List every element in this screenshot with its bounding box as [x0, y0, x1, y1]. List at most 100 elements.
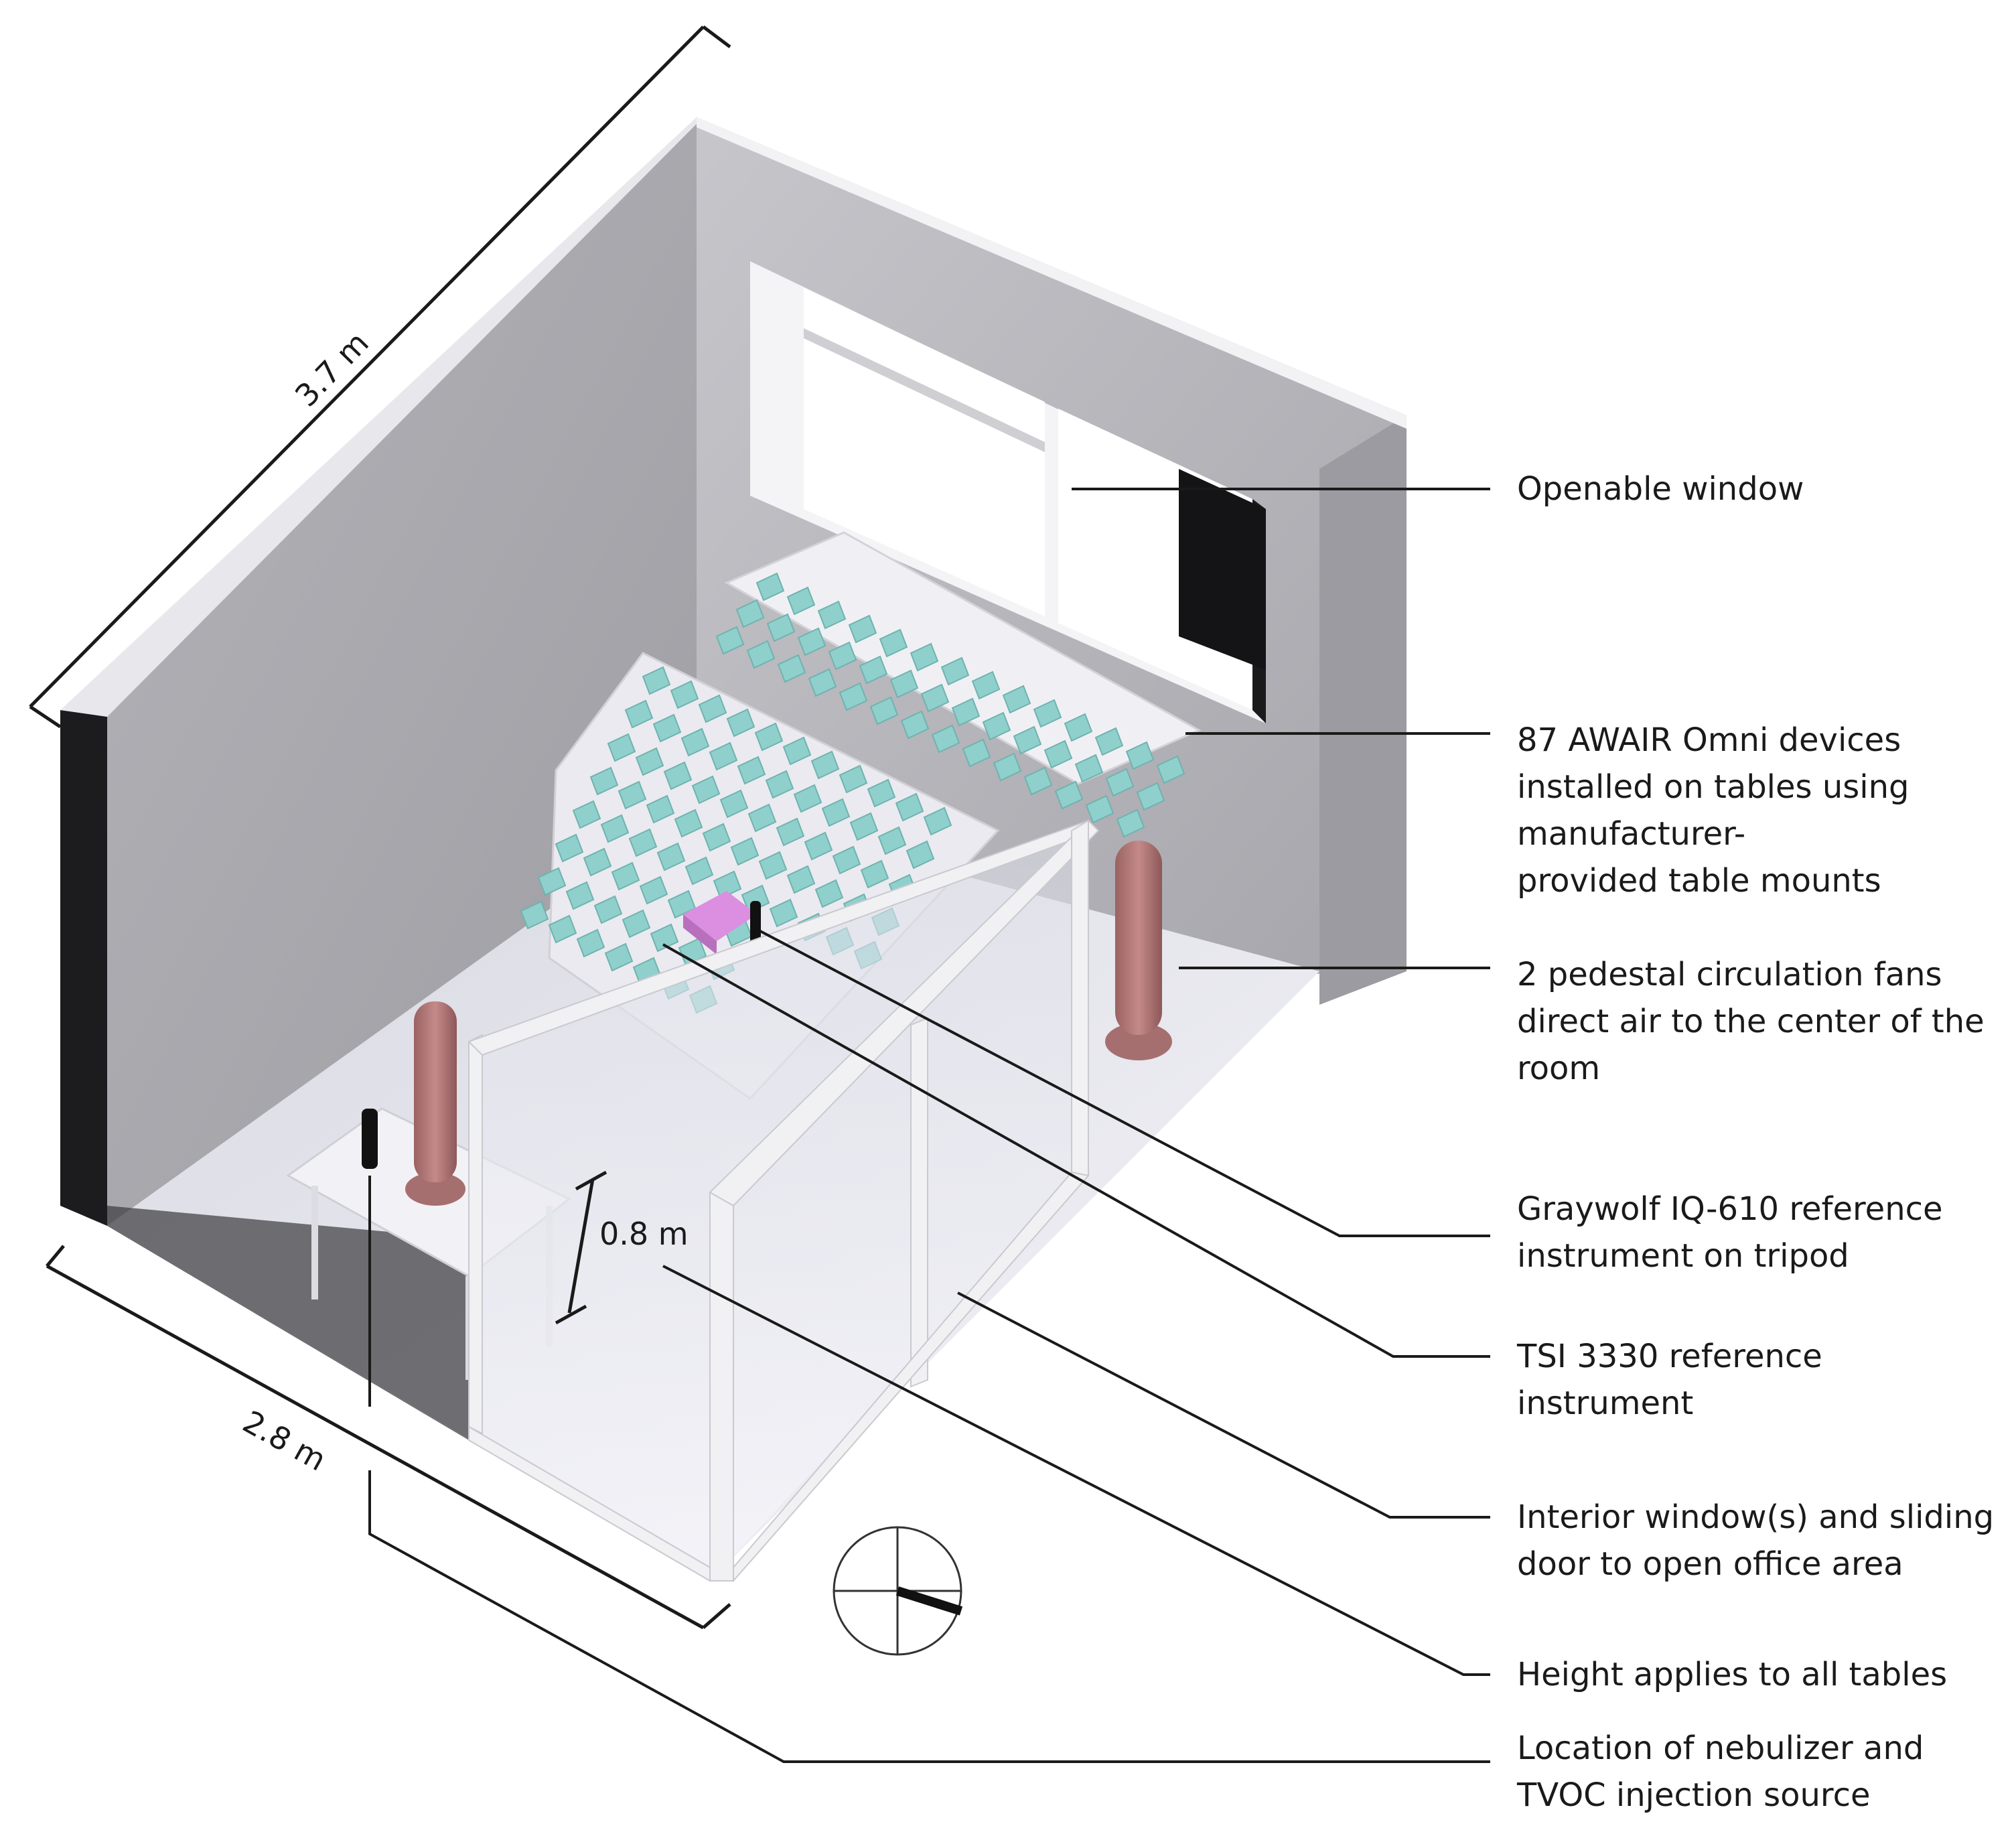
callout-openable-window: Openable window: [1517, 470, 1804, 508]
awair-sensor: [622, 909, 651, 938]
callout-graywolf: Graywolf IQ-610 reference instrument on …: [1517, 1190, 1943, 1275]
awair-sensor: [766, 613, 796, 642]
awair-sensor: [735, 599, 765, 628]
awair-sensor: [821, 798, 851, 827]
callout-tsi-3330: TSI 3330 reference instrument: [1517, 1338, 1822, 1422]
awair-sensor: [702, 823, 731, 852]
awair-sensor: [555, 833, 584, 863]
room-length-dimension: [29, 25, 731, 729]
awair-sensor: [713, 870, 742, 900]
awair-sensor: [782, 736, 812, 766]
awair-sensor: [765, 770, 794, 799]
awair-sensor: [804, 831, 833, 861]
awair-sensor: [869, 696, 899, 725]
table-height-label: 0.8 m: [599, 1216, 689, 1252]
awair-sensor: [618, 780, 647, 810]
awair-sensor: [1033, 699, 1062, 728]
awair-sensor: [860, 859, 889, 889]
awair-sensor: [848, 614, 877, 644]
awair-sensor: [737, 756, 766, 785]
leader-interior: [957, 1291, 1490, 1519]
awair-sensor: [1125, 741, 1155, 770]
awair-sensor: [755, 572, 785, 602]
awair-sensor: [685, 856, 714, 886]
table-height-dimension: [555, 1170, 607, 1325]
awair-sensor: [548, 914, 577, 944]
awair-sensor: [1074, 754, 1104, 783]
awair-sensor: [814, 879, 844, 908]
awair-sensor: [754, 722, 784, 752]
awair-sensor: [698, 694, 727, 723]
awair-sensor: [923, 806, 952, 836]
right-end-wall: [1319, 415, 1407, 1005]
awair-sensor: [906, 840, 935, 869]
interior-window-frame: [467, 819, 1100, 1583]
awair-sensor: [1085, 794, 1114, 824]
callout-awair-devices: 87 AWAIR Omni devices installed on table…: [1517, 721, 1910, 900]
callout-interior-window: Interior window(s) and sliding door to o…: [1517, 1498, 1995, 1583]
awair-sensor: [719, 789, 749, 819]
awair-sensor: [572, 800, 601, 829]
awair-sensor: [877, 826, 907, 855]
awair-sensor: [604, 942, 634, 972]
awair-sensor: [951, 697, 981, 727]
graywolf-instrument: [750, 901, 761, 944]
awair-sensor: [839, 682, 868, 711]
awair-sensor: [889, 669, 919, 699]
awair-sensor: [786, 586, 816, 616]
awair-sensor: [650, 923, 679, 953]
awair-sensor: [674, 809, 703, 838]
pedestal-fan-right: [1105, 841, 1172, 1060]
awair-sensor: [537, 867, 567, 896]
awair-sensor: [639, 875, 668, 905]
leader-graywolf: [760, 930, 1490, 1237]
awair-sensor: [1094, 727, 1124, 756]
awair-sensor: [1156, 755, 1185, 784]
awair-sensor: [1136, 782, 1165, 811]
awair-sensor: [971, 671, 1001, 700]
leader-height: [662, 1265, 1490, 1676]
awair-sensor: [565, 881, 595, 910]
awair-sensor: [777, 654, 806, 683]
left-end-wall: [60, 710, 107, 1226]
room-width-dimension: [46, 1245, 731, 1630]
openable-window: [750, 261, 1266, 723]
leader-nebulizer-2: [368, 1470, 1490, 1763]
awair-sensor: [607, 733, 636, 762]
awair-sensor: [758, 851, 788, 880]
glass-partition: [469, 821, 1088, 1581]
awair-sensor: [583, 847, 612, 877]
awair-sensor: [910, 642, 939, 672]
awair-sensor: [646, 794, 675, 824]
awair-sensor: [797, 627, 826, 656]
awair-sensor: [1043, 740, 1073, 769]
awair-sensor: [589, 766, 619, 796]
awair-sensor: [1064, 713, 1093, 742]
awair-sensor: [709, 742, 738, 771]
awair-sensor: [839, 764, 868, 794]
awair-sensor: [715, 626, 745, 655]
awair-sensor: [982, 711, 1011, 741]
awair-sensor: [920, 683, 950, 713]
awair-sensor: [663, 761, 693, 790]
awair-sensor: [793, 784, 822, 813]
awair-sensor: [879, 628, 908, 658]
awair-sensor: [808, 668, 837, 697]
awair-sensor: [635, 747, 664, 776]
awair-sensor: [611, 861, 640, 891]
awair-sensor: [1013, 725, 1042, 755]
awair-sensor: [940, 656, 970, 686]
awair-sensor: [1023, 766, 1053, 796]
pedestal-fan-left: [405, 1001, 465, 1206]
awair-sensor: [810, 750, 840, 780]
awair-sensor: [747, 803, 777, 833]
awair-sensor: [993, 752, 1022, 782]
right-wall-top-edge: [697, 117, 1407, 429]
awair-sensor: [691, 775, 721, 804]
awair-sensor: [628, 828, 658, 857]
callout-nebulizer: Location of nebulizer and TVOC injection…: [1517, 1730, 1924, 1814]
awair-sensor: [1105, 768, 1135, 797]
awair-sensor: [593, 895, 623, 924]
